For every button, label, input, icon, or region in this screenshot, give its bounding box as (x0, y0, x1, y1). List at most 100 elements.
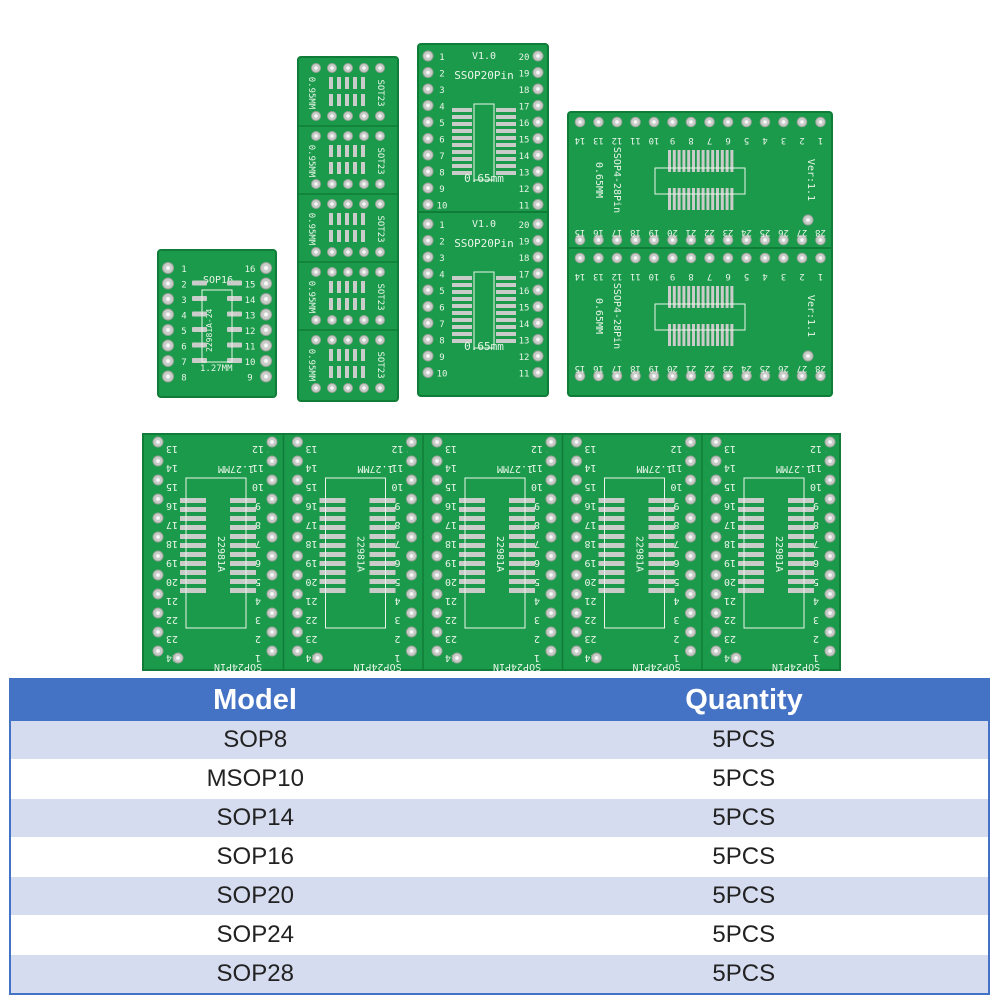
hole-center (408, 477, 415, 483)
hole-center (155, 610, 161, 616)
smd-pad (730, 188, 734, 210)
hole-center (535, 201, 541, 208)
hole-center (687, 610, 694, 616)
pin-label: 6 (439, 136, 444, 146)
pin-label: 22 (704, 363, 715, 373)
hole-center (434, 439, 440, 445)
smd-pad (329, 162, 333, 174)
pin-label: 11 (519, 202, 530, 212)
hole-center (377, 201, 383, 207)
smd-pad (496, 164, 516, 168)
smd-pad (369, 561, 396, 566)
pin-label: 17 (584, 519, 596, 530)
smd-pad (677, 286, 681, 308)
pin-label: 4 (394, 595, 400, 606)
hole-center (408, 515, 415, 521)
hole-center (313, 181, 319, 187)
pin-label: 19 (724, 557, 736, 568)
pin-label: 20 (519, 221, 530, 231)
hole-center (632, 373, 639, 379)
pin-label: 3 (781, 271, 786, 281)
hole-center (434, 477, 440, 483)
hole-center (377, 181, 383, 187)
model-cell: SOP20 (10, 876, 500, 916)
pin-label: 6 (673, 557, 679, 568)
smd-pad (682, 324, 686, 346)
hole-center (269, 439, 275, 445)
pin-label: 1 (181, 265, 186, 275)
smd-pad (711, 150, 715, 172)
hole-center (155, 648, 161, 654)
sot23-label: SOT23 (375, 351, 385, 378)
pin-label: 7 (707, 271, 712, 281)
sot23-label: SOT23 (375, 147, 385, 174)
pin-label: 12 (670, 443, 682, 454)
pin-label: 5 (673, 576, 679, 587)
pin-label: 8 (439, 169, 444, 179)
smd-pad (701, 150, 705, 172)
sop24-title: SOP24PIN (772, 661, 820, 672)
pin-label: 2 (799, 135, 804, 145)
hole-center (706, 119, 713, 125)
smd-pad (319, 570, 346, 575)
hole-center (294, 553, 301, 559)
hole-center (713, 458, 719, 464)
smd-pad (687, 150, 691, 172)
smd-pad (730, 150, 734, 172)
model-cell: MSOP10 (10, 759, 500, 799)
smd-pad (668, 324, 671, 346)
smd-pad (725, 188, 729, 210)
pin-label: 17 (166, 519, 178, 530)
smd-pad (496, 318, 516, 322)
smd-pad (696, 286, 700, 308)
pin-label: 5 (534, 576, 540, 587)
pin-label: 8 (255, 519, 261, 530)
smd-pad (788, 534, 814, 539)
smd-pad (648, 570, 675, 575)
pin-label: 9 (247, 374, 252, 384)
hole-center (434, 515, 440, 521)
pin-label: 21 (445, 595, 457, 606)
hole-center (688, 255, 694, 261)
model-cell: SOP8 (10, 720, 500, 760)
hole-center (573, 458, 580, 464)
hole-center (155, 553, 161, 559)
pin-label: 8 (673, 519, 679, 530)
hole-center (548, 458, 554, 464)
pin-label: 3 (439, 254, 444, 264)
pin-label: 12 (519, 185, 530, 195)
sop24-pitch: 1.27MM (218, 463, 254, 474)
smd-pad (329, 213, 333, 225)
hole-center (408, 439, 415, 445)
hole-center (687, 648, 694, 654)
sop24-title: SOP24PIN (493, 661, 541, 672)
smd-pad (738, 525, 764, 530)
hole-center (361, 269, 367, 275)
smd-pad (677, 150, 681, 172)
smd-pad (668, 188, 671, 210)
hole-center (535, 168, 541, 175)
smd-pad (692, 150, 695, 172)
smd-pad (738, 570, 764, 575)
smd-pad (452, 108, 472, 112)
pin-label: 7 (439, 320, 444, 330)
pin-label: 16 (305, 500, 317, 511)
pin-label: 4 (255, 595, 261, 606)
smd-pad (598, 588, 625, 593)
hole-center (614, 237, 620, 243)
smd-pad (329, 298, 333, 310)
smd-pad (361, 366, 365, 378)
hole-center (329, 181, 335, 187)
hole-center (799, 119, 805, 125)
hole-center (164, 311, 172, 318)
pin-label: 18 (630, 363, 641, 373)
smd-pad (711, 286, 715, 308)
pin-label: 7 (255, 538, 261, 549)
smd-pad (496, 136, 516, 140)
hole-center (269, 591, 275, 597)
hole-center (535, 53, 541, 59)
hole-center (687, 534, 694, 540)
smd-pad (711, 188, 715, 210)
